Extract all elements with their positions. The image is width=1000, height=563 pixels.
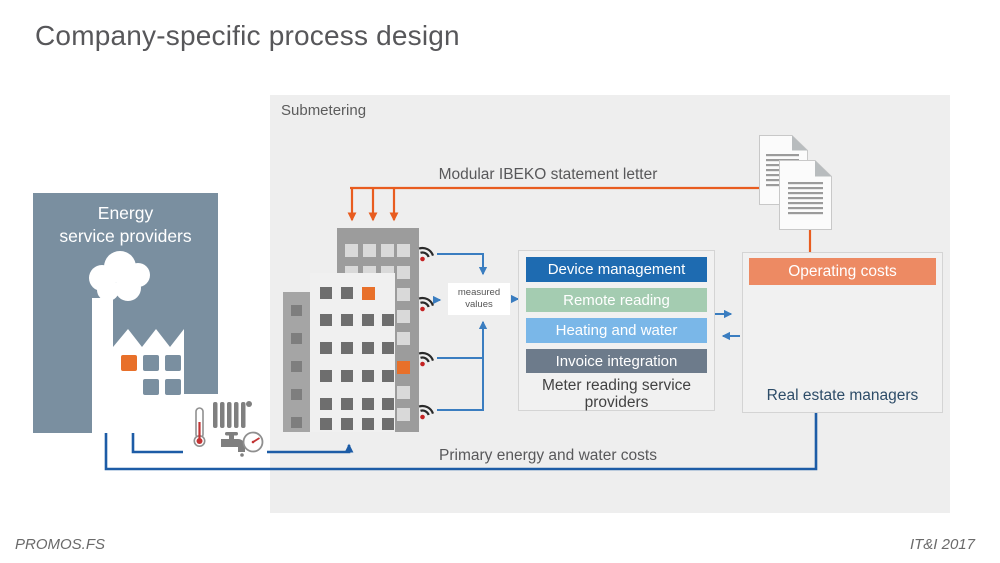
footer-brand: PROMOS.FS (15, 536, 106, 553)
faucet-icon (221, 432, 245, 457)
statement-documents-icon (757, 133, 837, 233)
primary-flow-label: Primary energy and water costs (439, 447, 657, 464)
heating-water-meter-icon (193, 401, 264, 457)
service-bar-heating-and-water: Heating and water (526, 318, 707, 343)
apartment-buildings-icon (283, 228, 419, 432)
thermometer-icon (193, 407, 206, 447)
document-front-icon (779, 160, 832, 230)
energy-providers-label: Energy service providers (59, 203, 192, 247)
gauge-icon (242, 431, 264, 453)
service-bar-remote-reading: Remote reading (526, 287, 707, 312)
real-estate-label: Real estate managers (766, 387, 919, 404)
radio-signal-icon (417, 245, 436, 262)
radio-signal-icon (417, 403, 436, 420)
service-bar-device-management: Device management (526, 257, 707, 282)
operating-costs-bar: Operating costs (749, 258, 936, 285)
real-estate-box: Operating costs Real estate managers (742, 252, 943, 413)
radiator-icon (213, 401, 252, 428)
submetering-label: Submetering (281, 102, 367, 119)
measured-values-node: measured values (448, 283, 510, 315)
service-bar-invoice-integration: Invoice integration (526, 348, 707, 373)
heating-water-meter-box (183, 394, 267, 457)
factory-icon (89, 251, 184, 433)
footer-edition: IT&I 2017 (909, 536, 975, 553)
ibeko-flow-label: Modular IBEKO statement letter (438, 166, 658, 183)
energy-providers-box: Energy service providers (33, 193, 218, 433)
radio-signal-icon (417, 350, 436, 367)
page-title: Company-specific process design (35, 20, 460, 51)
radio-signal-icon (417, 295, 436, 312)
meter-reading-label: Meter reading service providers (541, 377, 692, 412)
meter-reading-box: Device management Remote reading Heating… (518, 250, 715, 411)
